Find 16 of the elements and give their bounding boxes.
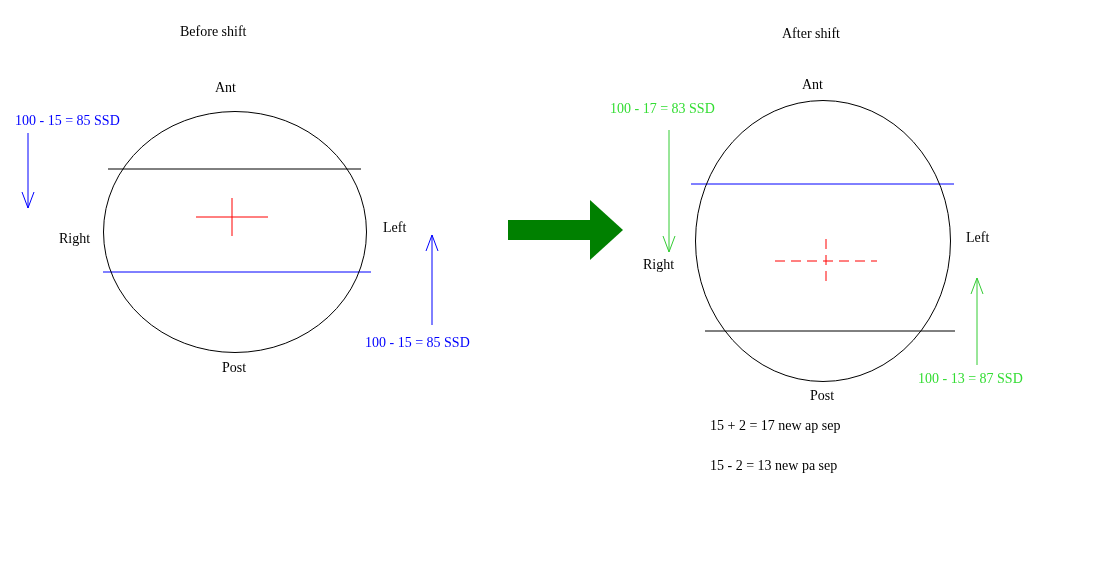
heading: Before shift bbox=[180, 24, 247, 40]
direction-label: Post bbox=[222, 360, 247, 376]
direction-label: Post bbox=[810, 388, 835, 404]
direction-label: Ant bbox=[802, 77, 823, 93]
separation-note: 15 + 2 = 17 new ap sep bbox=[710, 418, 841, 434]
ssd-formula: 100 - 13 = 87 SSD bbox=[918, 371, 1023, 387]
heading: After shift bbox=[782, 26, 840, 42]
separation-note: 15 - 2 = 13 new pa sep bbox=[710, 458, 838, 474]
ssd-formula: 100 - 15 = 85 SSD bbox=[15, 113, 120, 129]
direction-label: Left bbox=[966, 230, 990, 246]
direction-label: Left bbox=[383, 220, 407, 236]
direction-label: Right bbox=[643, 257, 675, 273]
ssd-formula: 100 - 15 = 85 SSD bbox=[365, 335, 470, 351]
direction-label: Right bbox=[59, 231, 91, 247]
ssd-formula: 100 - 17 = 83 SSD bbox=[610, 101, 715, 117]
direction-label: Ant bbox=[215, 80, 236, 96]
